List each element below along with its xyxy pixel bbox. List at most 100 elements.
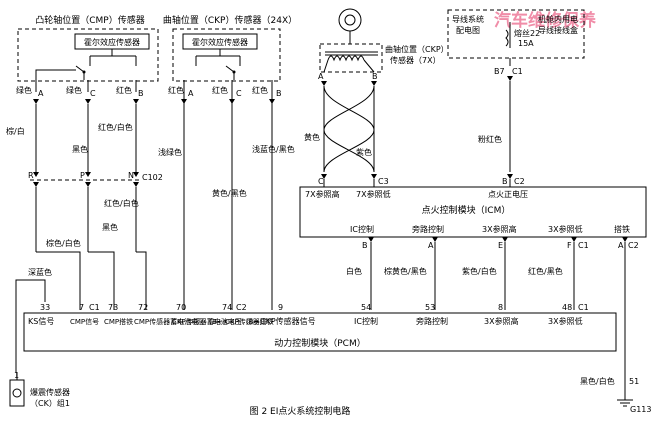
ground-id: G113 bbox=[630, 405, 651, 414]
icm-bpin-a-gnd: A bbox=[618, 241, 624, 250]
pcm-pin-70: 70 bbox=[176, 303, 186, 312]
pcm-pin-48: 48 bbox=[562, 303, 572, 312]
ckp24-wire-yellow-black: 黄色/黑色 bbox=[212, 188, 247, 198]
pcm-pin-74: 74 bbox=[222, 303, 232, 312]
pcm-label-bypass: 旁路控制 bbox=[416, 316, 448, 326]
fuse-wire-pink: 粉红色 bbox=[478, 134, 502, 144]
pcm-box bbox=[23, 312, 617, 352]
c102-id: C102 bbox=[142, 173, 163, 182]
ckp24-wire-a: 红色 bbox=[168, 85, 184, 95]
cmp-wire-a: 绿色 bbox=[16, 85, 32, 95]
pcm-label-3x-high: 3X参照高 bbox=[484, 316, 519, 326]
ground-pin: 51 bbox=[629, 377, 639, 386]
c102-pin-p: P bbox=[80, 171, 85, 180]
pcm-label-ckp-signal: CKP传感器信号 bbox=[260, 316, 316, 326]
cmp-wire-c: 绿色 bbox=[66, 85, 82, 95]
knock-label-1: 爆震传感器 bbox=[30, 387, 70, 397]
cmp-wire-b: 红色 bbox=[116, 85, 132, 95]
pcm-pin-7: 7 bbox=[79, 303, 84, 312]
cmp-pin-b: B bbox=[138, 89, 144, 98]
pcm-label-cmp-signal: CMP信号 bbox=[70, 317, 99, 326]
pcm-label-cmp-batt: CMP传感器蓄电池电压（B+） bbox=[134, 317, 230, 326]
pcm-pin-54: 54 bbox=[361, 303, 371, 312]
pcm-label-ckp-batt: CKP传感器蓄电池电压（B+） bbox=[172, 317, 266, 326]
icm-label-7x-high: 7X参照高 bbox=[305, 189, 340, 199]
fuse-name: 熔丝22 bbox=[514, 28, 540, 38]
icm-bpin-e: E bbox=[498, 241, 503, 250]
pcm-pin-c1: C1 bbox=[89, 303, 100, 312]
pcm-label-ckp-ground: CKP传感器搭铁 bbox=[225, 317, 274, 326]
knock-pin: 1 bbox=[14, 371, 19, 380]
icm-bpin-c1: C1 bbox=[578, 241, 589, 250]
fuse-rating: 15A bbox=[518, 39, 534, 48]
c102-pin-n: N bbox=[128, 171, 134, 180]
ckp24-title: 曲轴位置（CKP）传感器（24X） bbox=[163, 14, 297, 26]
pcm-pin-33: 33 bbox=[40, 303, 50, 312]
pcm-pin-72: 72 bbox=[138, 303, 148, 312]
cmp-sensor: 凸轮轴位置（CMP）传感器 霍尔效应传感器 bbox=[17, 14, 159, 92]
icm-bpin-a: A bbox=[428, 241, 434, 250]
ckp7-title-2: 传感器（7X） bbox=[390, 55, 441, 65]
ckp24-sensor: 曲轴位置（CKP）传感器（24X） 霍尔效应传感器 bbox=[163, 14, 297, 82]
cmp-title: 凸轮轴位置（CMP）传感器 bbox=[35, 14, 144, 26]
icm-label-bypass: 旁路控制 bbox=[412, 224, 444, 234]
cmp-wire-brown-white: 棕/白 bbox=[6, 126, 25, 136]
ckp24-wire-b: 红色 bbox=[252, 85, 268, 95]
icm-pin-b: B bbox=[502, 177, 508, 186]
cmp-hall: 霍尔效应传感器 bbox=[84, 37, 140, 47]
icm-label-3x-high: 3X参照高 bbox=[482, 224, 517, 234]
icm-wire-purple-white: 紫色/白色 bbox=[462, 266, 497, 276]
icm-pin-c2: C2 bbox=[514, 177, 525, 186]
ckp24-pin-b: B bbox=[276, 89, 282, 98]
knock-sensor bbox=[9, 372, 25, 407]
cmp-wire-red-white: 红色/白色 bbox=[98, 122, 133, 132]
relay-label-1: 机舱内用电 bbox=[538, 14, 578, 24]
ckp7-wire-yellow: 黄色 bbox=[304, 132, 320, 142]
cmp-lower-red-white: 红色/白色 bbox=[104, 198, 139, 208]
ckp24-wire-lightgreen: 浅绿色 bbox=[158, 147, 182, 157]
pcm-pin-8: 8 bbox=[498, 303, 503, 312]
fuse-block bbox=[447, 9, 585, 59]
fuse-label-2: 配电图 bbox=[456, 25, 480, 35]
ckp24-hall: 霍尔效应传感器 bbox=[192, 37, 248, 47]
icm-bpin-b: B bbox=[362, 241, 368, 250]
ckp7-wire-purple: 紫色 bbox=[356, 147, 372, 157]
pcm-pin-73: 73 bbox=[108, 303, 118, 312]
pcm-pin-c2: C2 bbox=[236, 303, 247, 312]
icm-bpin-c2: C2 bbox=[628, 241, 639, 250]
icm-pin-c: C bbox=[318, 177, 324, 186]
relay-label-2: 导线接线盒 bbox=[538, 25, 578, 35]
pcm-title: 动力控制模块（PCM） bbox=[274, 337, 365, 349]
icm-title: 点火控制模块（ICM） bbox=[422, 204, 511, 216]
cmp-lower-brown-white: 棕色/白色 bbox=[46, 238, 81, 248]
figure-caption: 图 2 EI点火系统控制电路 bbox=[250, 405, 351, 417]
fuse-conn-c1: C1 bbox=[512, 67, 523, 76]
icm-label-ign-pos: 点火正电压 bbox=[488, 189, 528, 199]
knock-label-2: （CK）组1 bbox=[30, 398, 70, 408]
ckp24-wire-c: 红色 bbox=[212, 85, 228, 95]
pcm-label-3x-low: 3X参照低 bbox=[548, 316, 583, 326]
icm-wire-red-black: 红色/黑色 bbox=[528, 266, 563, 276]
ground-wire: 黑色/白色 bbox=[580, 376, 615, 386]
cmp-housing bbox=[17, 28, 159, 82]
cmp-wire-black: 黑色 bbox=[72, 144, 88, 154]
icm-label-ground: 搭铁 bbox=[614, 224, 630, 234]
ckp24-pin-c: C bbox=[236, 89, 242, 98]
cmp-lower-black: 黑色 bbox=[102, 222, 118, 232]
icm-bpin-f: F bbox=[567, 241, 572, 250]
cmp-pin-a: A bbox=[38, 89, 44, 98]
icm-label-7x-low: 7X参照低 bbox=[356, 189, 391, 199]
pcm-ks-wire: 深蓝色 bbox=[28, 267, 52, 277]
icm-wire-tan-black: 棕黄色/黑色 bbox=[384, 266, 427, 276]
pcm-pin-c1b: C1 bbox=[578, 303, 589, 312]
ckp7-title-1: 曲轴位置（CKP） bbox=[385, 44, 449, 54]
ckp7-pin-b: B bbox=[372, 72, 378, 81]
ckp24-wire-lightblue-black: 浅蓝色/黑色 bbox=[252, 144, 295, 154]
icm-pin-c3: C3 bbox=[378, 177, 389, 186]
fuse-label-1: 导线系统 bbox=[452, 14, 484, 24]
ckp24-pin-a: A bbox=[188, 89, 194, 98]
pcm-pin-9: 9 bbox=[278, 303, 283, 312]
ckp7-pin-a: A bbox=[318, 72, 324, 81]
icm-label-3x-low: 3X参照低 bbox=[548, 224, 583, 234]
